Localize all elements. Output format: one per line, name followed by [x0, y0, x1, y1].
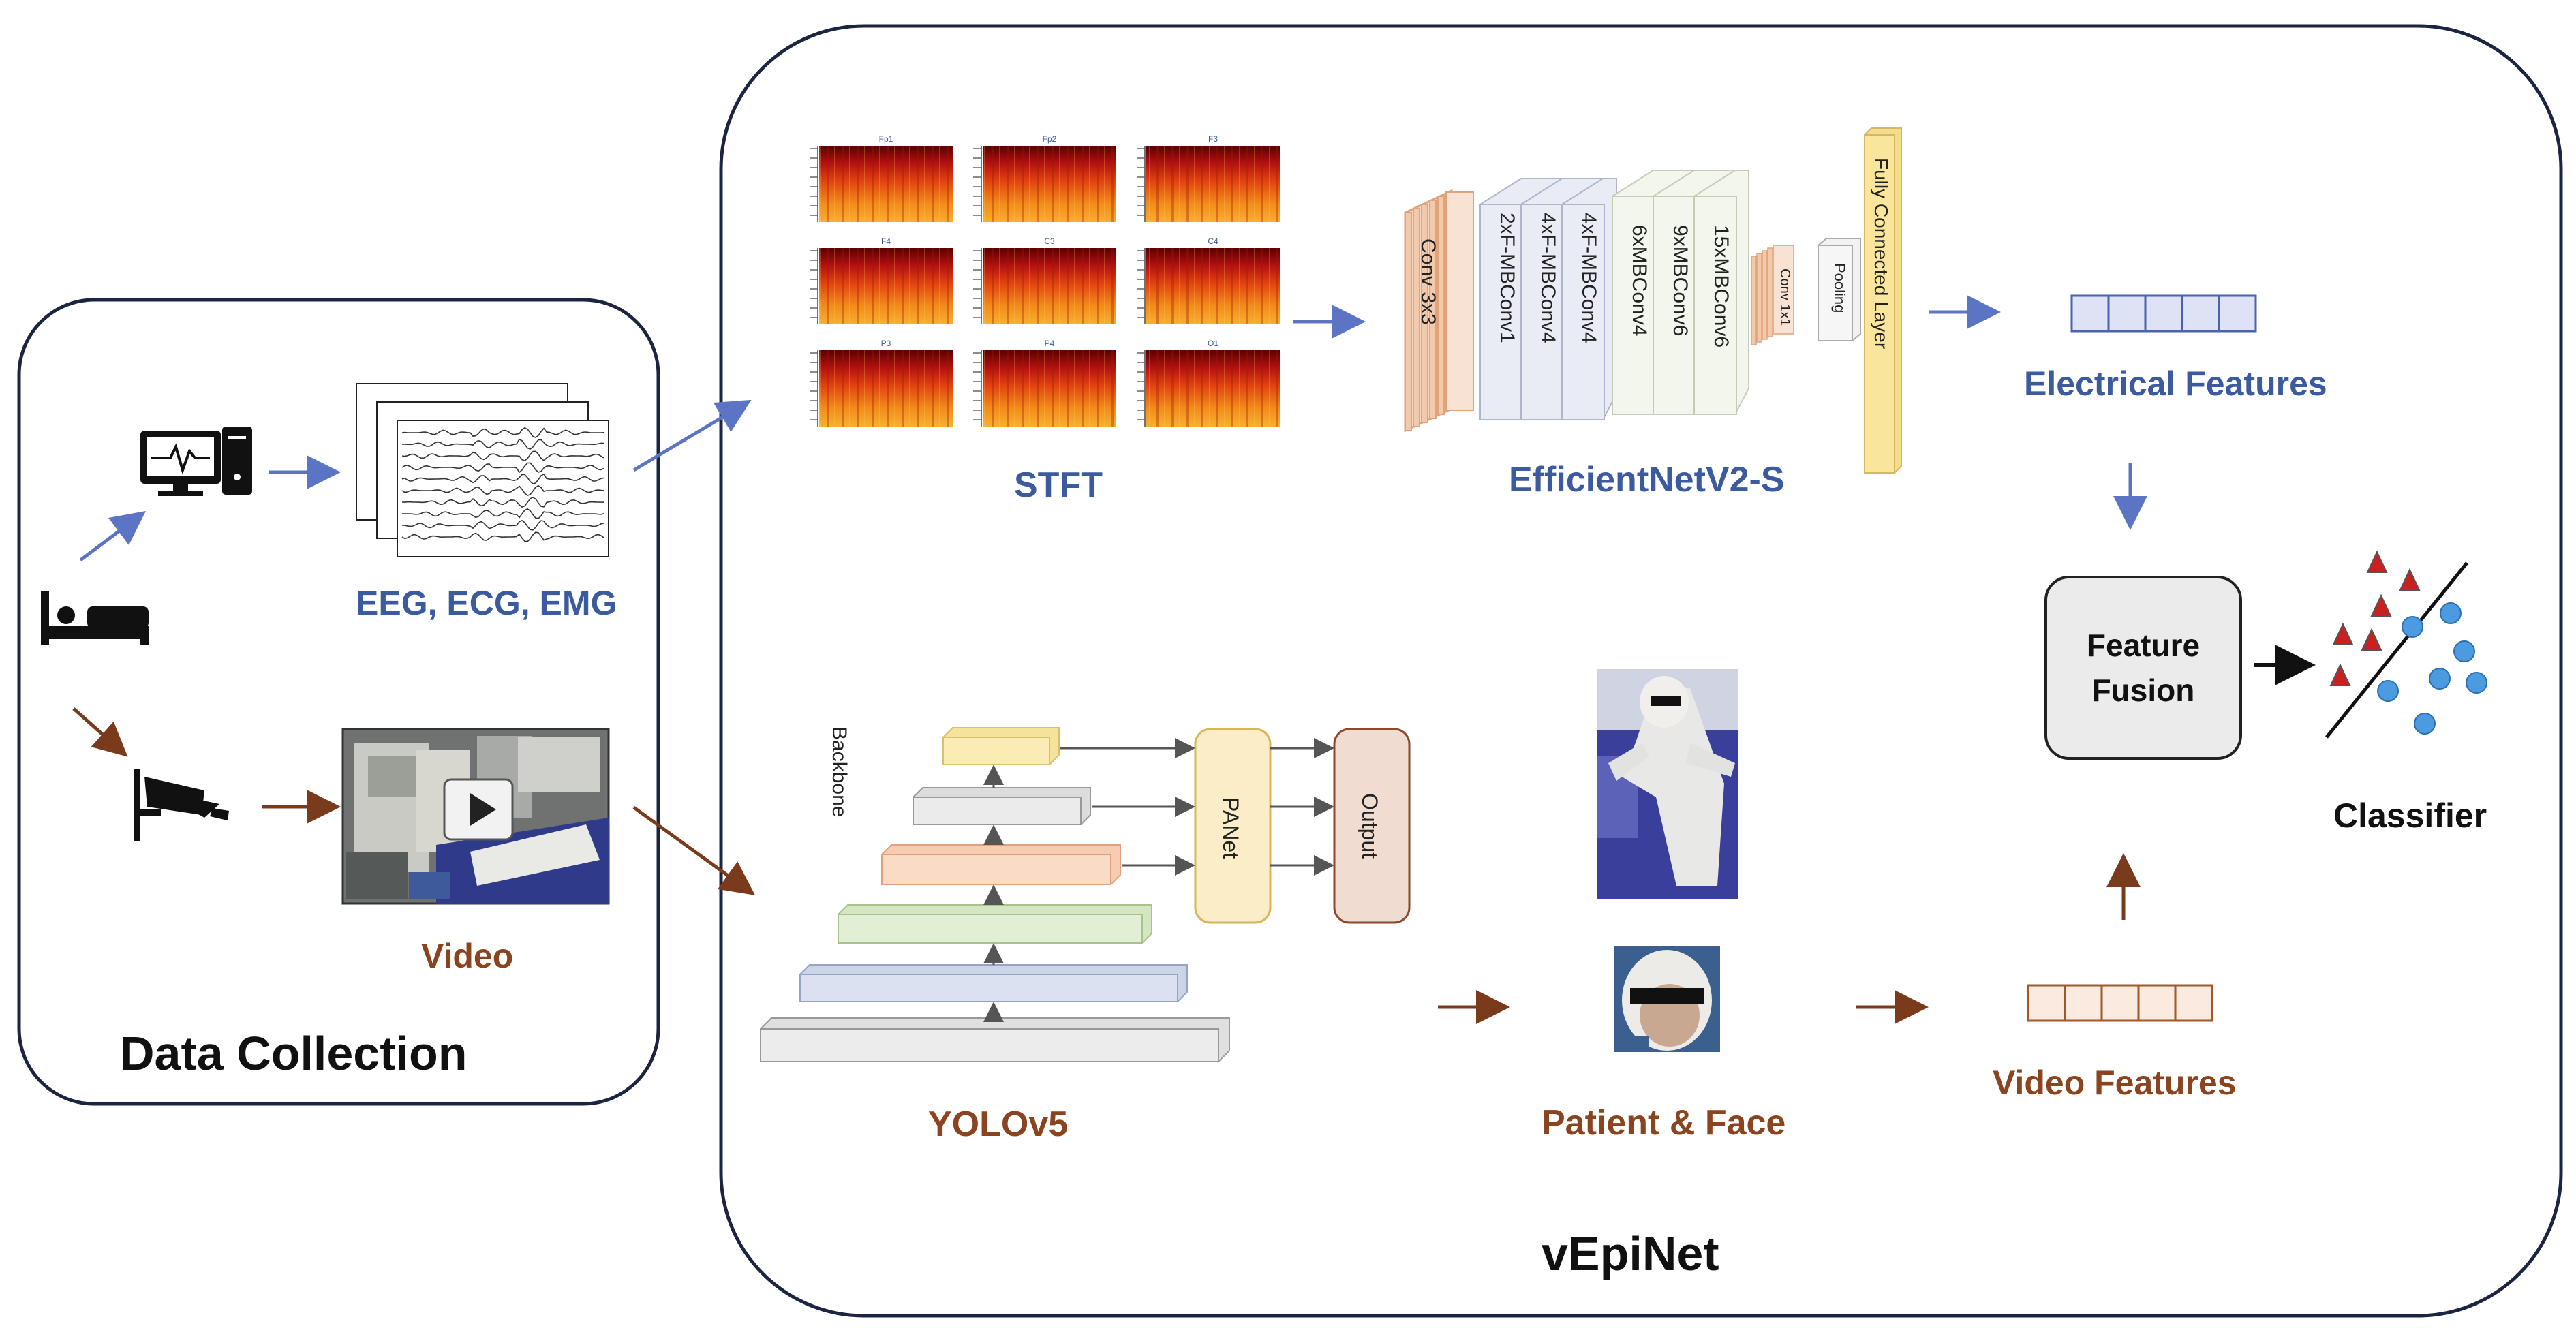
yolo-backbone-stage	[913, 787, 1091, 825]
label-mbconv-1: 2xF-MBConv1	[1496, 213, 1518, 343]
spectrogram-p3: P3	[810, 339, 953, 427]
spectrogram-title: F3	[1208, 134, 1218, 144]
spectrogram-title: C3	[1044, 236, 1055, 246]
yolo-backbone-stage	[881, 844, 1121, 885]
class-a-triangle	[2332, 622, 2354, 645]
label-conv1x1: Conv 1x1	[1777, 268, 1792, 326]
spectrogram-title: F4	[881, 236, 891, 246]
class-b-circle	[2453, 640, 2475, 662]
vepinet-title: vEpiNet	[1542, 1227, 1719, 1280]
class-b-circle	[2466, 672, 2487, 694]
spectrogram-f3: F3	[1137, 134, 1280, 222]
spectrogram-title: P4	[1045, 339, 1055, 348]
stft-label: STFT	[1014, 465, 1103, 505]
label-backbone: Backbone	[828, 726, 850, 818]
class-b-circle	[2402, 616, 2423, 638]
feature-fusion-block: Feature Fusion	[2044, 576, 2242, 760]
feature-fusion-line1: Feature	[2086, 628, 2201, 663]
video-features-label: Video Features	[1993, 1064, 2237, 1102]
efficientnet-architecture	[1404, 127, 1902, 474]
arrow-video-to-yolo	[632, 805, 756, 895]
signals-label: EEG, ECG, EMG	[356, 584, 617, 622]
layer-pooling	[1818, 238, 1861, 341]
classifier-scatter	[2325, 550, 2487, 739]
label-pooling: Pooling	[1831, 263, 1848, 313]
class-a-triangle	[2366, 550, 2388, 573]
class-a-triangle	[2361, 628, 2382, 651]
video-feature-vector	[2027, 984, 2213, 1022]
electrical-feature-vector	[2070, 294, 2257, 333]
spectrogram-fp1: Fp1	[810, 134, 953, 222]
label-mbconv-3: 4xF-MBConv4	[1578, 213, 1600, 343]
eeg-waveform-sheets	[356, 383, 609, 557]
spectrogram-title: O1	[1208, 339, 1218, 348]
spectrogram-p4: P4	[973, 339, 1116, 427]
class-a-triangle	[2370, 593, 2392, 617]
label-mbconv-2: 4xF-MBConv4	[1537, 213, 1559, 343]
label-output: Output	[1358, 793, 1382, 859]
security-camera-icon	[134, 769, 229, 841]
spectrogram-title: Fp1	[879, 134, 893, 144]
spectrogram-fp2: Fp2	[973, 134, 1116, 222]
layer-conv1x1	[1751, 245, 1794, 345]
class-a-triangle	[2399, 568, 2421, 591]
layer-mbconv-group-2	[1612, 170, 1749, 415]
electrical-features-label: Electrical Features	[2024, 365, 2327, 403]
label-mbconv-6: 15xMBConv6	[1710, 225, 1732, 348]
data-collection-panel	[17, 298, 660, 1106]
data-collection-title: Data Collection	[120, 1027, 467, 1080]
class-b-circle	[2440, 602, 2462, 624]
class-b-circle	[2377, 680, 2399, 702]
vepinet-panel	[719, 24, 2563, 1318]
video-label: Video	[421, 937, 514, 975]
label-mbconv-4: 6xMBConv4	[1628, 225, 1651, 337]
spectrogram-title: C4	[1208, 236, 1218, 246]
class-b-circle	[2429, 668, 2451, 690]
label-mbconv-5: 9xMBConv6	[1669, 225, 1691, 337]
yolo-backbone-stage	[799, 964, 1188, 1002]
efficientnet-label: EfficientNetV2-S	[1509, 460, 1785, 499]
class-b-circle	[2414, 713, 2436, 735]
play-icon	[470, 793, 496, 826]
spectrogram-title: Fp2	[1043, 134, 1057, 144]
patient-face-label: Patient & Face	[1542, 1103, 1786, 1143]
video-thumbnail	[341, 728, 610, 905]
yolo-backbone-stage	[838, 904, 1152, 944]
computer-monitor-icon	[140, 427, 252, 496]
yolo-architecture	[760, 727, 1411, 1062]
feature-fusion-line2: Fusion	[2091, 673, 2195, 708]
yolo-backbone-stage	[760, 1017, 1230, 1062]
classifier-label: Classifier	[2333, 797, 2487, 835]
label-panet: PANet	[1218, 797, 1243, 859]
spectrogram-c4: C4	[1137, 236, 1280, 324]
yolo-backbone-stage	[942, 727, 1060, 765]
face-photo	[1614, 946, 1720, 1052]
layer-conv3x3	[1404, 189, 1474, 433]
label-conv3x3: Conv 3x3	[1417, 238, 1439, 325]
label-fully-connected: Fully Connected Layer	[1871, 158, 1892, 350]
panet-block	[1194, 728, 1272, 924]
arrow-signals-to-stft	[632, 399, 752, 472]
arrow-bed-to-camera	[72, 707, 128, 757]
layer-mbconv-group-1	[1479, 178, 1617, 420]
yolo-label: YOLOv5	[928, 1105, 1069, 1144]
bed-icon	[41, 591, 149, 645]
arrow-bed-to-computer	[79, 511, 146, 561]
class-a-triangle	[2329, 663, 2351, 686]
patient-photo	[1597, 669, 1738, 899]
layer-fully-connected	[1864, 127, 1902, 474]
spectrogram-o1: O1	[1137, 339, 1280, 427]
spectrogram-title: P3	[881, 339, 891, 348]
spectrogram-f4: F4	[810, 236, 953, 324]
output-block	[1333, 728, 1411, 924]
spectrogram-c3: C3	[973, 236, 1116, 324]
